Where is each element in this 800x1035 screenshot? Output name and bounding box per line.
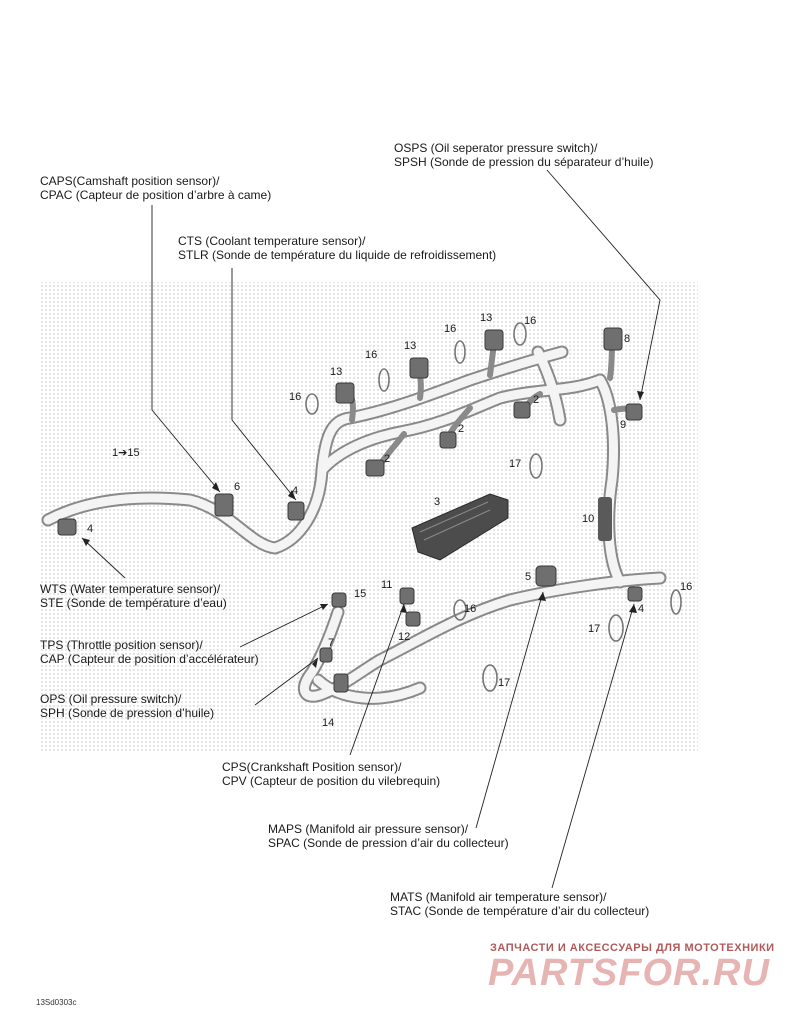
part-number-5: 5 [525,571,531,583]
part-number-1-15: 1➔15 [112,447,140,459]
label-ops: OPS (Oil pressure switch)/ SPH (Sonde de… [40,692,215,720]
label-mats: MATS (Manifold air temperature sensor)/ … [390,890,650,918]
watermark-logo: PARTSFOR.RU [488,952,770,994]
label-caps: CAPS(Camshaft position sensor)/ CPAC (Ca… [40,174,272,202]
part-number-13: 13 [480,312,492,324]
part-number-3: 3 [434,496,440,508]
part-number-16: 16 [680,581,692,593]
part-number-2: 2 [533,394,539,406]
harness-fill [43,347,665,703]
part-number-15: 15 [354,588,366,600]
part-number-2: 2 [384,453,390,465]
part-number-16: 16 [289,391,301,403]
connector-blocks [57,327,643,693]
part-number-4: 4 [638,603,644,615]
label-wts: WTS (Water temperature sensor)/ STE (Son… [40,582,227,610]
part-number-13: 13 [404,340,416,352]
part-number-2: 2 [458,423,464,435]
label-maps: MAPS (Manifold air pressure sensor)/ SPA… [268,822,509,850]
leader-arrowheads [82,391,644,668]
part-number-4: 4 [87,523,93,535]
ecm-connector [411,493,509,561]
part-number-16: 16 [365,349,377,361]
part-number-14: 14 [322,717,334,729]
part-number-11: 11 [381,579,392,591]
label-cts: CTS (Coolant temperature sensor)/ STLR (… [178,234,497,262]
harness-clamps [305,322,682,692]
watermark-tagline: ЗАПЧАСТИ И АКСЕССУАРЫ ДЛЯ МОТОТЕХНИКИ [490,942,775,954]
harness-sleeve [598,497,612,541]
label-osps: OSPS (Oil seperator pressure switch)/ SP… [394,141,654,169]
part-number-16: 16 [464,603,476,615]
part-number-6: 6 [234,481,240,493]
part-number-8: 8 [624,333,630,345]
figure-code: 13Sd0303c [36,998,77,1007]
part-number-12: 12 [398,631,410,643]
part-number-7: 7 [328,637,334,649]
label-cps: CPS(Crankshaft Position sensor)/ CPV (Ca… [222,760,441,788]
part-number-17: 17 [509,458,521,470]
part-number-9: 9 [620,419,626,431]
part-number-17: 17 [588,623,600,635]
part-number-10: 10 [582,513,594,525]
leader-lines [81,169,661,889]
label-tps: TPS (Throttle position sensor)/ CAP (Cap… [40,638,259,666]
part-number-4: 4 [292,485,298,497]
part-number-16: 16 [524,315,536,327]
part-number-17: 17 [498,677,510,689]
part-number-16: 16 [444,323,456,335]
part-number-13: 13 [330,366,342,378]
